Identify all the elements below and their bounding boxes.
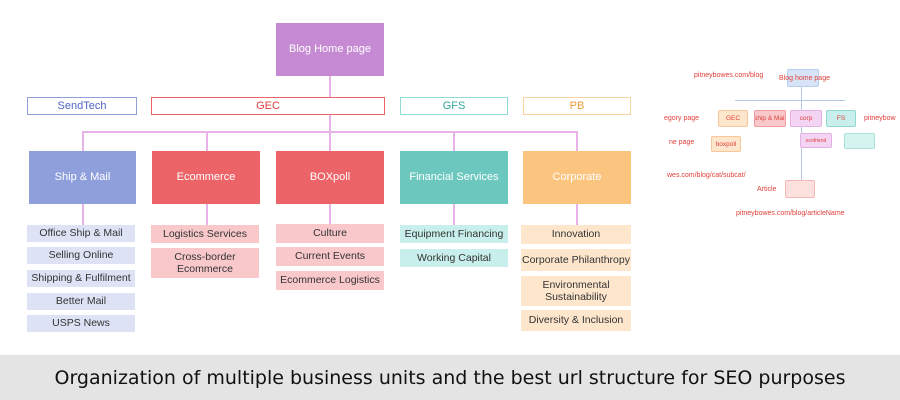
mini-url-blog: pitneybowes.com/blog: [694, 72, 764, 79]
list-item: Diversity & Inclusion: [521, 310, 631, 331]
connector-boxpoll: [329, 131, 331, 151]
list-item: Working Capital: [400, 249, 508, 267]
list-item: Shipping & Fulfilment: [27, 270, 135, 287]
mini-connector-horizontal: [735, 100, 845, 101]
mini-url-article: pitneybowes.com/blog/articleName: [736, 210, 845, 217]
connector-boxpoll-items: [329, 204, 331, 225]
list-item: Culture: [276, 224, 384, 243]
org-chart: Blog Home page SendTech GEC GFS PB Ship …: [27, 23, 896, 332]
list-item: Logistics Services: [151, 225, 259, 243]
mini-gec-node: GEC: [718, 110, 748, 127]
connector-ship-items: [82, 204, 84, 225]
mini-teal-node: [844, 133, 875, 149]
list-item: Current Events: [276, 247, 384, 266]
mini-category-page: egory page: [664, 115, 700, 122]
mini-small-node: ecofriend: [800, 133, 832, 148]
mini-blog-home-node: [787, 69, 819, 87]
unit-pb: PB: [523, 97, 631, 115]
list-item: Cross-border Ecommerce: [151, 248, 259, 278]
list-item: Corporate Philanthropy: [521, 249, 631, 271]
list-item: USPS News: [27, 315, 135, 332]
root-node: Blog Home page: [276, 23, 384, 76]
caption: Organization of multiple business units …: [0, 355, 900, 400]
category-ecommerce: Ecommerce: [152, 151, 260, 204]
list-item: Better Mail: [27, 293, 135, 310]
connector-financial: [453, 131, 455, 151]
mini-boxpoll-node: boxpoll: [711, 136, 741, 152]
mini-fs-node: FS: [826, 110, 856, 127]
list-item: Environmental Sustainability: [521, 276, 631, 306]
mini-blog-home-label: Blog home page: [779, 75, 830, 82]
mini-corp-node: corp: [790, 110, 822, 127]
category-financial-services: Financial Services: [400, 151, 508, 204]
list-item: Innovation: [521, 225, 631, 244]
connector-ship: [82, 131, 84, 151]
mini-ship-mail-node: ship & Mail: [754, 110, 786, 127]
connector-corporate: [576, 131, 578, 151]
unit-gec: GEC: [151, 97, 385, 115]
connector-financial-items: [453, 204, 455, 225]
category-corporate: Corporate: [523, 151, 631, 204]
category-boxpoll: BOXpoll: [276, 151, 384, 204]
list-item: Office Ship & Mail: [27, 225, 135, 242]
mini-url-subcat: wes.com/blog/cat/subcat/: [667, 172, 746, 179]
mini-article-node: [785, 180, 815, 198]
list-item: Ecommerce Logistics: [276, 271, 384, 290]
connector-ecommerce: [206, 131, 208, 151]
connector-ecommerce-items: [206, 204, 208, 225]
list-item: Equipment Financing: [400, 225, 508, 243]
mini-pitneybowes-right: pitneybow: [864, 115, 896, 122]
unit-sendtech: SendTech: [27, 97, 137, 115]
unit-gfs: GFS: [400, 97, 508, 115]
mini-home-page: ne page: [669, 139, 695, 146]
category-ship-mail: Ship & Mail: [29, 151, 136, 204]
mini-article-label: Article: [757, 186, 777, 193]
connector-corporate-items: [576, 204, 578, 225]
list-item: Selling Online: [27, 247, 135, 264]
